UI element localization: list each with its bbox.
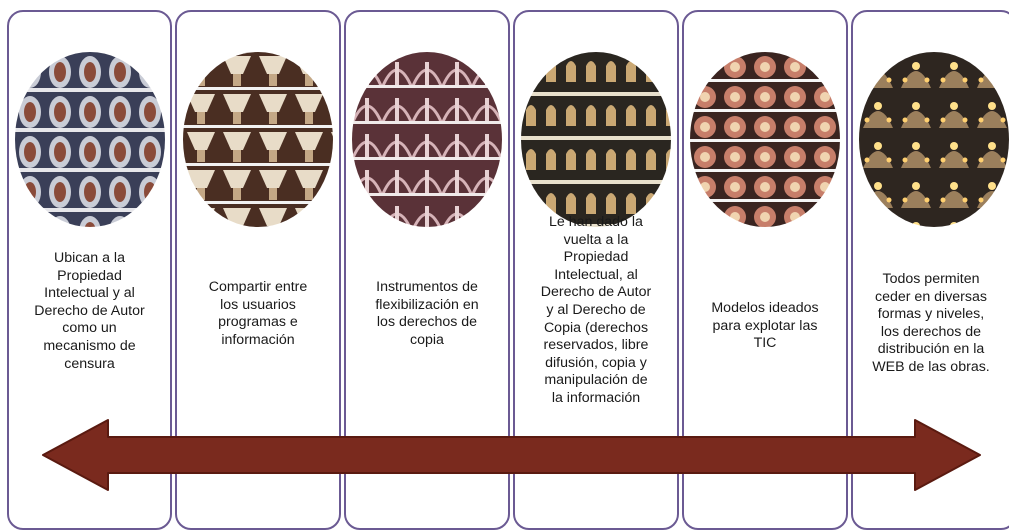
panel-5-text: Modelos ideados para explotar las TIC (711, 300, 819, 352)
panel-2-image (183, 52, 333, 227)
panel-4-image (521, 52, 671, 227)
panel-1: Ubican a la Propiedad Intelectual y al D… (7, 10, 172, 530)
panel-1-text: Ubican a la Propiedad Intelectual y al D… (34, 250, 145, 372)
panel-1-image (15, 52, 165, 227)
panel-5-image (690, 52, 840, 227)
panel-3-text: Instrumentos de flexibilización en los d… (375, 279, 479, 348)
double-headed-arrow-icon (42, 419, 981, 491)
panel-3-image (352, 52, 502, 227)
panel-6-text: Todos permiten ceder en diversas formas … (872, 271, 990, 375)
panel-6-image (859, 52, 1009, 227)
arrow-shape (42, 419, 981, 491)
panel-4-text: Le han dado la vuelta a la Propiedad Int… (540, 214, 652, 406)
panel-2-text: Compartir entre los usuarios programas e… (208, 279, 308, 348)
